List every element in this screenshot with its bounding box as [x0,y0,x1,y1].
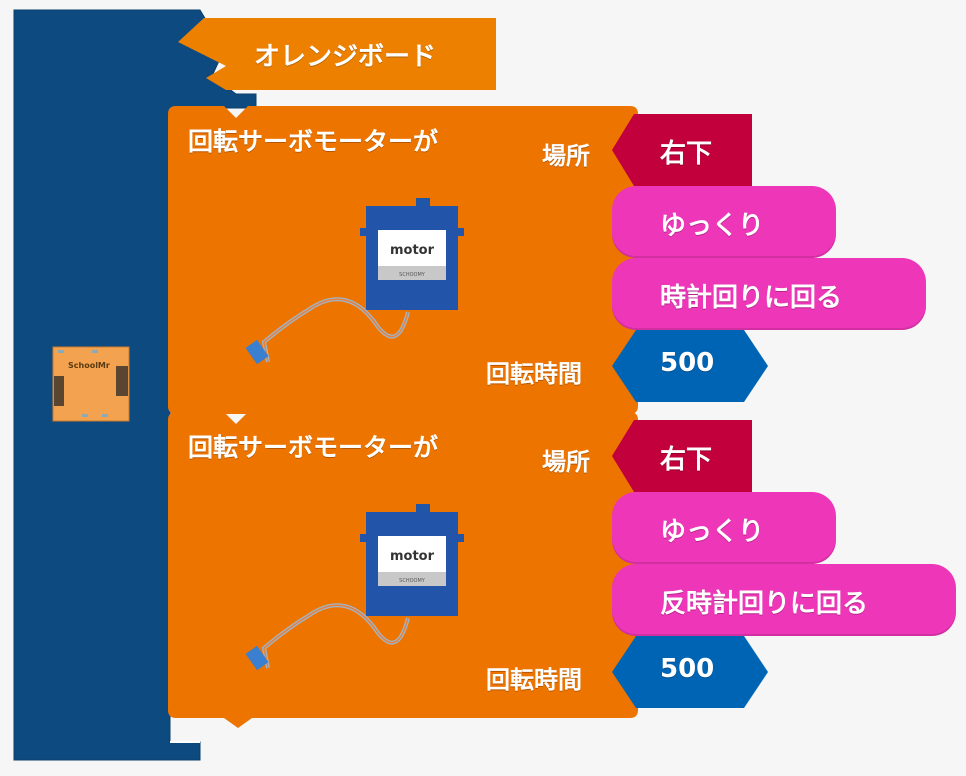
board-label-tab-shape [178,18,496,90]
direction-pill [612,258,926,330]
location-dropdown-shape [612,114,752,186]
board-icon-text: SchoolMr [68,361,110,370]
servo-block-title: 回転サーボモーターが [188,433,439,462]
direction-dropdown-1[interactable]: 時計回りに回る [612,258,926,330]
motor-sublabel: SCHOOMY [399,272,426,278]
duration-input-1[interactable]: 500 [612,330,768,402]
duration-value: 500 [660,654,715,684]
servo-motor-icon: motor SCHOOMY [228,498,473,672]
speed-dropdown-1[interactable]: ゆっくり [612,186,836,258]
speed-pill [612,492,836,564]
servo-block-title: 回転サーボモーターが [188,127,439,156]
servo-block-1[interactable]: 回転サーボモーターが 場所 回転時間 motor SCHOOMY [168,106,640,414]
location-value: 右下 [660,445,713,475]
duration-input-shape [612,330,768,402]
location-value: 右下 [660,139,713,169]
speed-value: ゆっくり [660,211,765,241]
location-dropdown-2[interactable]: 右下 [612,420,752,492]
orange-board-icon: SchoolMr [52,346,130,422]
duration-input-shape [612,636,768,708]
speed-pill [612,186,836,258]
board-label-tab[interactable]: オレンジボード [178,18,498,90]
board-label: オレンジボード [254,42,437,72]
motor-label: motor [390,243,435,258]
direction-value: 反時計回りに回る [660,589,869,619]
direction-dropdown-2[interactable]: 反時計回りに回る [612,564,956,636]
speed-value: ゆっくり [660,517,765,547]
direction-pill [612,564,956,636]
location-label: 場所 [542,142,590,170]
duration-input-2[interactable]: 500 [612,636,768,708]
location-dropdown-1[interactable]: 右下 [612,114,752,186]
location-label: 場所 [542,448,590,476]
motor-label: motor [390,549,435,564]
direction-value: 時計回りに回る [660,283,843,313]
motor-sublabel: SCHOOMY [399,578,426,584]
duration-value: 500 [660,348,715,378]
duration-label: 回転時間 [486,360,582,388]
location-dropdown-shape [612,420,752,492]
speed-dropdown-2[interactable]: ゆっくり [612,492,836,564]
servo-motor-icon: motor SCHOOMY [228,192,473,366]
duration-label: 回転時間 [486,666,582,694]
servo-block-2[interactable]: 回転サーボモーターが 場所 回転時間 motor SCHOOMY [168,412,640,728]
